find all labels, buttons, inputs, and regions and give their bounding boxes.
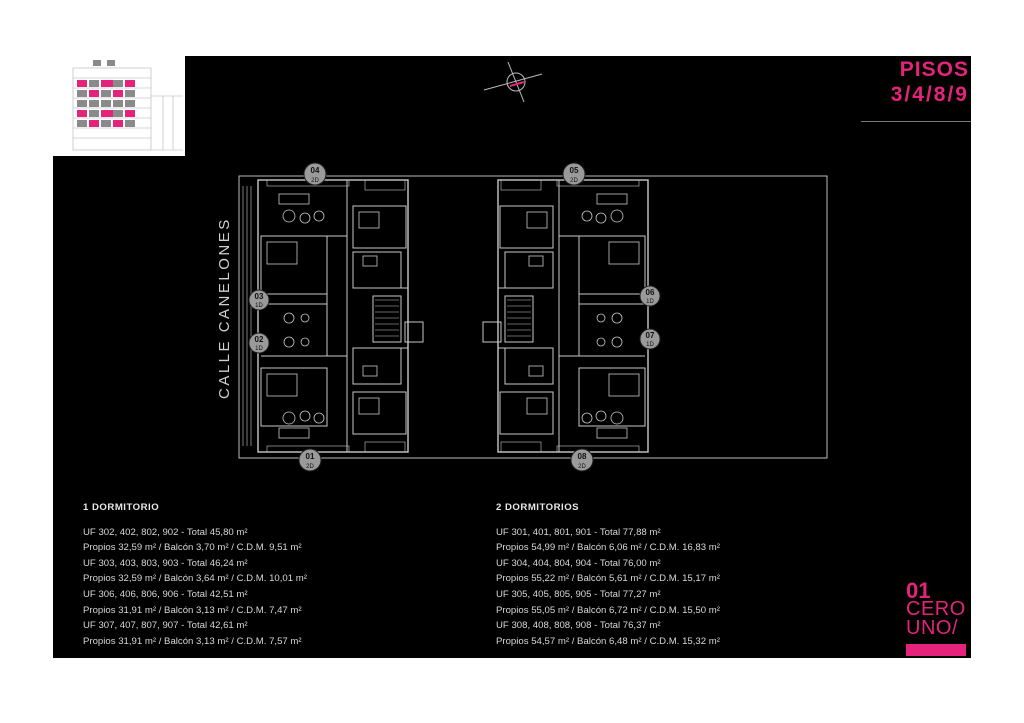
list-item: Propios 54,99 m² / Balcón 6,06 m² / C.D.…	[496, 542, 720, 554]
unit-badge-02-num: 02	[255, 335, 264, 344]
unit-badge-02-type: 1D	[255, 346, 263, 352]
list-item: Propios 31,91 m² / Balcón 3,13 m² / C.D.…	[83, 635, 302, 647]
unit-badge-05-num: 05	[570, 166, 579, 175]
brand-logo-word1: CERO	[906, 598, 966, 620]
left-block	[242, 179, 424, 453]
unit-badge-07-type: 1D	[646, 342, 654, 348]
list-item: UF 302, 402, 802, 902 - Total 45,80 m²	[83, 526, 248, 538]
one-bedroom-heading: 1 DORMITORIO	[83, 502, 160, 513]
two-bedroom-heading: 2 DORMITORIOS	[496, 502, 580, 513]
unit-badge-01-num: 01	[306, 452, 315, 461]
unit-badge-07-num: 07	[646, 331, 655, 340]
brand-logo-bar	[906, 644, 966, 656]
floor-plan-sheet: PISOS 3/4/8/9	[53, 56, 971, 658]
building-elevation-thumbnail	[53, 56, 185, 156]
list-item: UF 304, 404, 804, 904 - Total 76,00 m²	[496, 557, 661, 569]
unit-badge-06-type: 1D	[646, 299, 654, 305]
unit-badge-01: 01 2D	[298, 448, 322, 472]
unit-badge-03: 03 1D	[248, 289, 270, 311]
unit-badge-06: 06 1D	[639, 285, 661, 307]
list-item: Propios 32,59 m² / Balcón 3,64 m² / C.D.…	[83, 573, 307, 585]
unit-badge-05-type: 2D	[570, 178, 578, 184]
floor-plan-drawing: 04 2D 05 2D 03 1D 06 1D 02 1D	[238, 162, 828, 472]
list-item: UF 303, 403, 803, 903 - Total 46,24 m²	[83, 557, 248, 569]
unit-badge-03-type: 1D	[255, 303, 263, 309]
list-item: Propios 32,59 m² / Balcón 3,70 m² / C.D.…	[83, 542, 302, 554]
unit-badge-04: 04 2D	[303, 162, 327, 186]
floor-title: PISOS 3/4/8/9	[891, 58, 969, 108]
one-bedroom-list: 1 DORMITORIO UF 302, 402, 802, 902 - Tot…	[83, 500, 307, 649]
list-item: Propios 55,05 m² / Balcón 6,72 m² / C.D.…	[496, 604, 720, 616]
street-label: CALLE CANELONES	[216, 217, 233, 399]
floor-title-line1: PISOS	[899, 58, 969, 81]
right-block	[482, 179, 649, 453]
floor-title-line2: 3/4/8/9	[890, 83, 969, 106]
unit-badge-02: 02 1D	[248, 332, 270, 354]
list-item: UF 307, 407, 807, 907 - Total 42,61 m²	[83, 620, 248, 632]
title-divider	[861, 121, 971, 122]
brand-logo-word2: UNO/	[906, 617, 958, 639]
list-item: UF 305, 405, 805, 905 - Total 77,27 m²	[496, 588, 661, 600]
list-item: Propios 55,22 m² / Balcón 5,61 m² / C.D.…	[496, 573, 720, 585]
list-item: Propios 54,57 m² / Balcón 6,48 m² / C.D.…	[496, 635, 720, 647]
list-item: UF 306, 406, 806, 906 - Total 42,51 m²	[83, 588, 248, 600]
brand-logo-number: 01	[906, 578, 931, 603]
unit-badge-01-type: 2D	[306, 464, 314, 470]
two-bedroom-list: 2 DORMITORIOS UF 301, 401, 801, 901 - To…	[496, 500, 720, 649]
unit-badge-05: 05 2D	[562, 162, 586, 186]
unit-badge-04-num: 04	[311, 166, 320, 175]
site-boundary	[238, 175, 828, 459]
unit-badge-07: 07 1D	[639, 328, 661, 350]
unit-badge-03-num: 03	[255, 292, 264, 301]
elevation-drawing	[53, 56, 185, 156]
unit-badge-08-num: 08	[578, 452, 587, 461]
north-compass-icon	[483, 61, 543, 103]
unit-badge-06-num: 06	[646, 288, 655, 297]
brand-logo: 01 CERO UNO/	[906, 578, 966, 656]
unit-badge-04-type: 2D	[311, 178, 319, 184]
list-item: UF 301, 401, 801, 901 - Total 77,88 m²	[496, 526, 661, 538]
list-item: Propios 31,91 m² / Balcón 3,13 m² / C.D.…	[83, 604, 302, 616]
unit-badge-08: 08 2D	[570, 448, 594, 472]
unit-badge-08-type: 2D	[578, 464, 586, 470]
list-item: UF 308, 408, 808, 908 - Total 76,37 m²	[496, 620, 661, 632]
